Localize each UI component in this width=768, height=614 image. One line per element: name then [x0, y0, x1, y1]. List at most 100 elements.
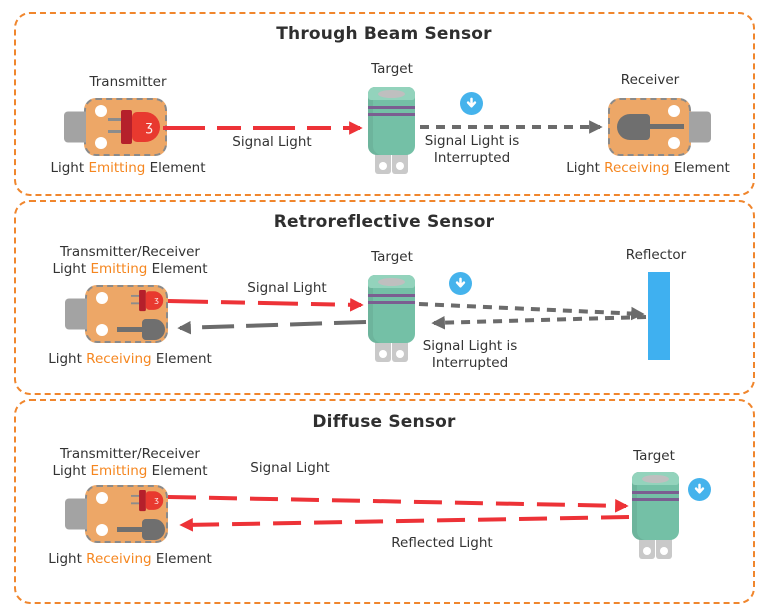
reflected-light-label: Reflected Light	[391, 535, 493, 551]
mounting-hole	[668, 137, 680, 149]
led-highlight: ʒ	[154, 295, 159, 306]
caption-text: Light	[52, 261, 87, 277]
connector-pin	[64, 111, 86, 143]
led-base	[121, 110, 132, 144]
mounting-hole	[95, 137, 107, 149]
photodiode-dome	[617, 114, 650, 140]
reflector-object	[648, 272, 670, 360]
diffuse-title: Diffuse Sensor	[312, 412, 456, 432]
led-emitter-icon: ʒ	[131, 290, 164, 312]
led-highlight: ʒ	[145, 119, 153, 135]
caption-text: Element	[149, 160, 206, 176]
led-pin	[131, 502, 140, 505]
caption-text: Element	[151, 463, 208, 479]
led-pin	[131, 494, 140, 497]
led-pin	[108, 130, 122, 133]
led-emitter-icon: ʒ	[131, 490, 164, 512]
photodiode-dome	[142, 319, 165, 340]
caption-text: Light	[566, 160, 600, 176]
tab-hole	[396, 162, 404, 170]
reflector-label: Reflector	[625, 247, 687, 263]
mounting-hole	[96, 524, 108, 536]
photodiode-lead	[117, 527, 144, 532]
target-body	[368, 275, 415, 343]
connector-pin	[689, 111, 711, 143]
transceiver-board: ʒ	[65, 285, 168, 343]
tab-hole	[396, 350, 404, 358]
device-label: Transmitter/Receiver	[60, 244, 200, 260]
tab-hole	[660, 547, 668, 555]
caption-highlight: Receiving	[81, 351, 156, 367]
target-object	[368, 275, 415, 362]
caption-highlight: Emitting	[86, 261, 152, 277]
led-base	[139, 290, 146, 312]
caption-text: Element	[155, 351, 212, 367]
receiving-element-caption: Light Receiving Element	[48, 551, 212, 567]
target-stripe	[368, 294, 415, 297]
caption-text: Light	[48, 551, 82, 567]
transmitter-board: ʒ	[64, 98, 167, 156]
signal-light-label: Signal Light	[247, 280, 327, 296]
target-tab	[656, 537, 672, 559]
signal-light-label: Signal Light	[232, 134, 312, 150]
led-dome: ʒ	[145, 291, 164, 310]
receiver-label: Receiver	[620, 72, 680, 88]
retroreflective-title: Retroreflective Sensor	[273, 212, 495, 232]
receiving-element-caption: Light Receiving Element	[48, 351, 212, 367]
target-stripe	[368, 301, 415, 304]
transmitter-label: Transmitter	[89, 74, 167, 90]
led-pin	[131, 294, 140, 297]
interrupted-label-line2: Interrupted	[433, 150, 511, 166]
mounting-hole	[668, 105, 680, 117]
caption-text: Element	[155, 551, 212, 567]
caption-highlight: Receiving	[81, 551, 156, 567]
connector-pin	[65, 298, 87, 330]
mounting-hole	[96, 492, 108, 504]
mounting-hole	[95, 105, 107, 117]
tab-hole	[643, 547, 651, 555]
target-stripe	[632, 491, 679, 494]
receiver-board	[608, 98, 711, 156]
target-stripe	[632, 498, 679, 501]
receiving-element-caption: Light Receiving Element	[566, 160, 730, 176]
mounting-hole	[96, 292, 108, 304]
tab-hole	[379, 162, 387, 170]
target-tab	[392, 340, 408, 362]
target-label: Target	[371, 61, 413, 77]
tab-hole	[379, 350, 387, 358]
photodiode-lead	[648, 124, 684, 129]
led-base	[139, 490, 146, 512]
signal-light-label: Signal Light	[250, 460, 330, 476]
caption-text: Light	[52, 463, 87, 479]
connector-pin	[65, 498, 87, 530]
mounting-hole	[96, 324, 108, 336]
emitting-element-caption: Light Emitting Element	[52, 261, 207, 277]
down-indicator-icon	[449, 272, 472, 295]
down-indicator-icon	[460, 92, 483, 115]
target-stripe	[368, 106, 415, 109]
target-tab	[392, 152, 408, 174]
device-label: Transmitter/Receiver	[60, 446, 200, 462]
target-opening	[378, 278, 405, 286]
interrupted-label-line1: Signal Light is	[424, 133, 520, 149]
led-pin	[108, 118, 122, 121]
target-opening	[378, 90, 405, 98]
target-tab	[639, 537, 655, 559]
photodiode-lead	[117, 327, 144, 332]
emitting-element-caption: Light Emitting Element	[52, 463, 207, 479]
target-object	[368, 87, 415, 174]
down-indicator-icon	[688, 478, 711, 501]
target-stripe	[368, 113, 415, 116]
emitting-element-caption: Light Emitting Element	[50, 160, 205, 176]
target-body	[632, 472, 679, 540]
through-beam-title: Through Beam Sensor	[276, 24, 492, 44]
caption-text: Element	[673, 160, 730, 176]
target-opening	[642, 475, 669, 483]
target-body	[368, 87, 415, 155]
interrupted-label-line1: Signal Light is	[422, 338, 518, 354]
caption-text: Element	[151, 261, 208, 277]
target-label: Target	[371, 249, 413, 265]
photodiode-dome	[142, 519, 165, 540]
led-highlight: ʒ	[154, 495, 159, 506]
